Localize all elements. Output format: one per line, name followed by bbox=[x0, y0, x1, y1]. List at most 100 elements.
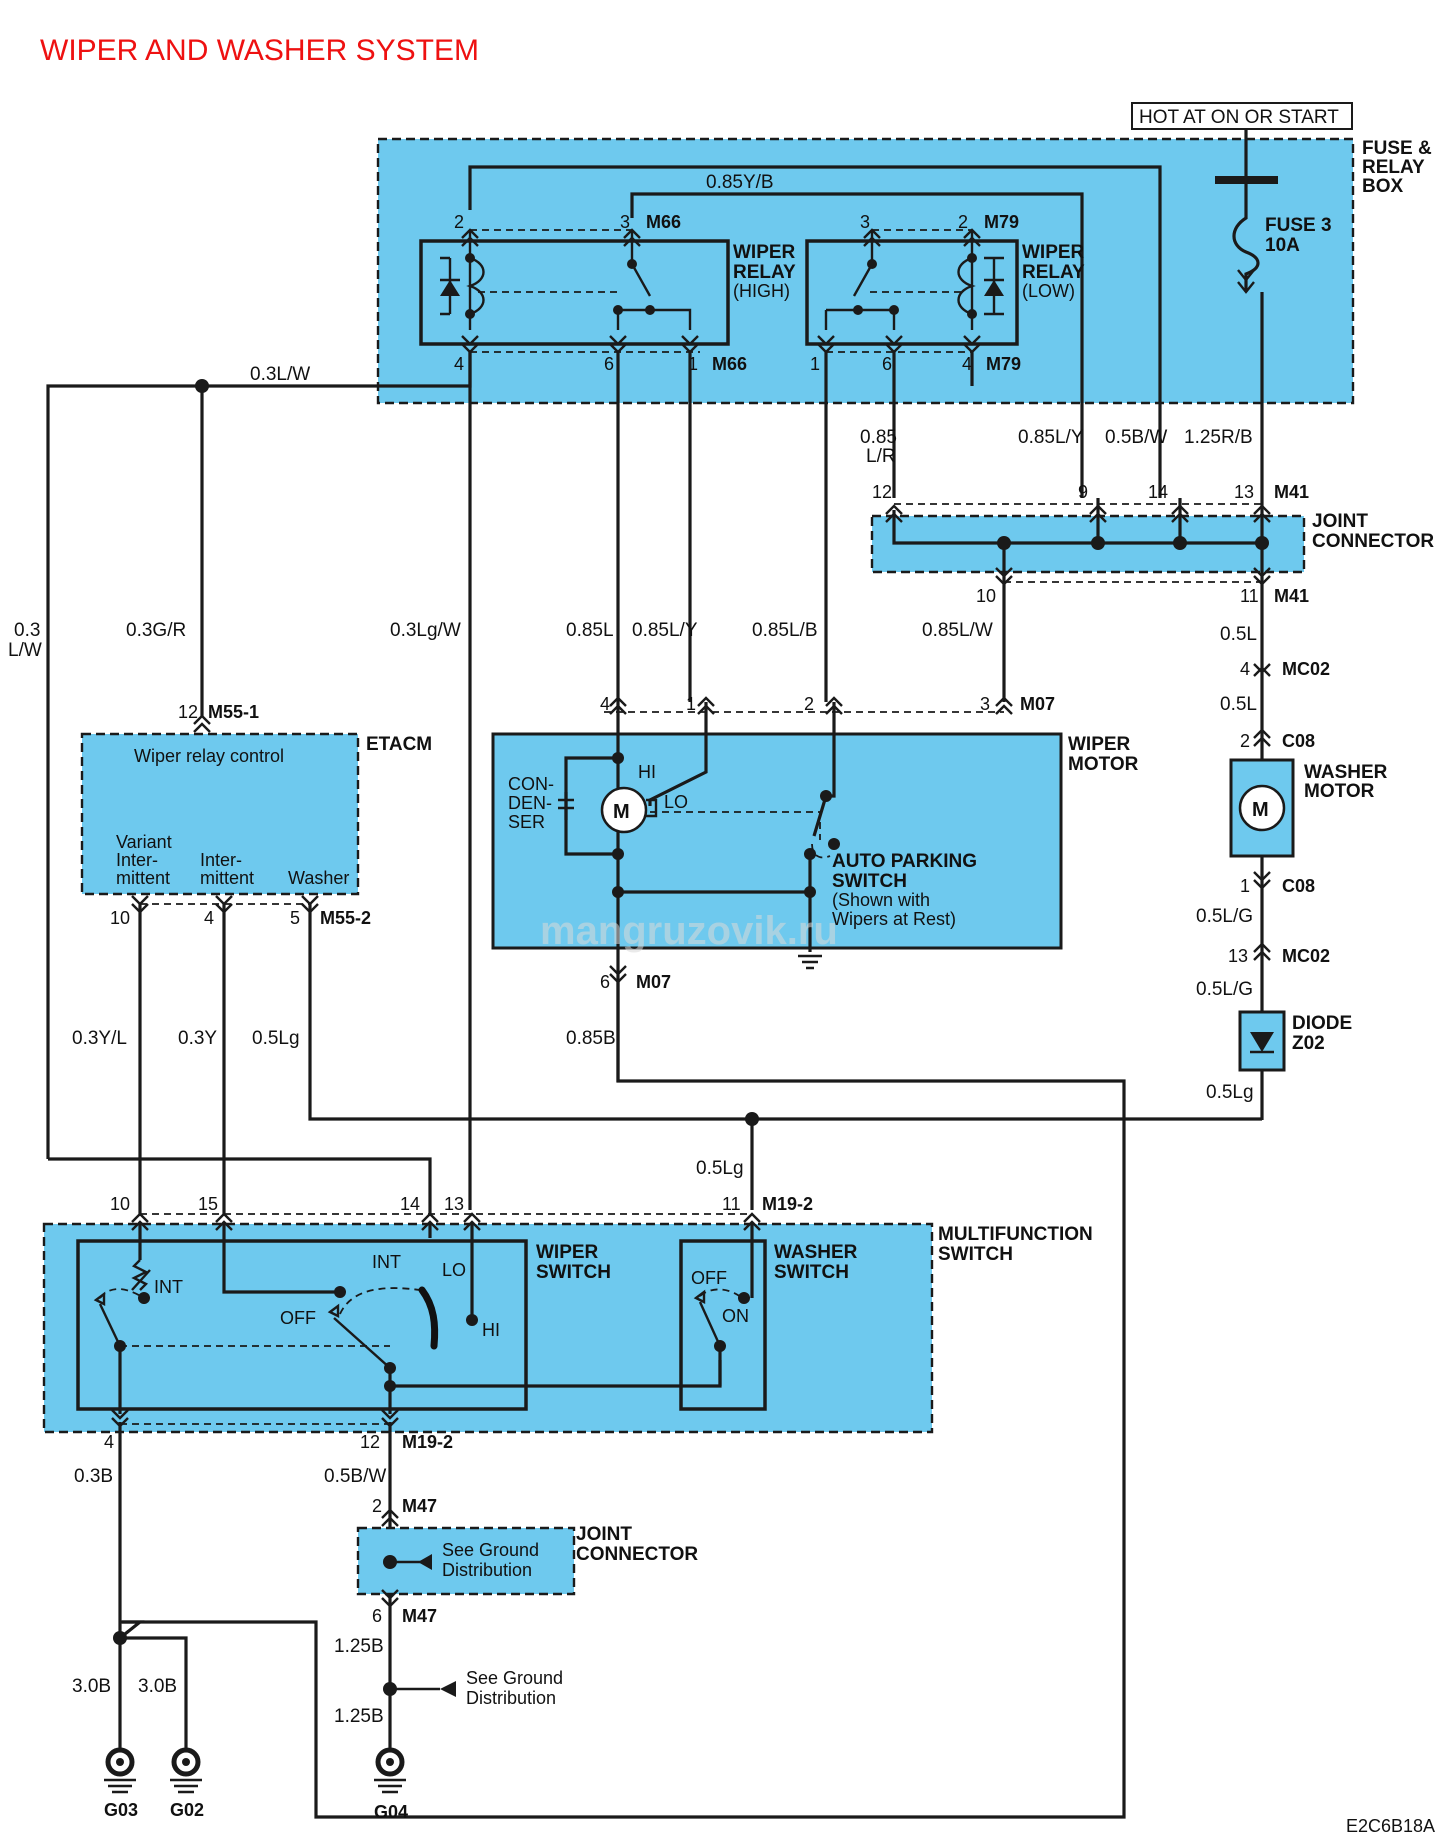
svg-text:0.5Lg: 0.5Lg bbox=[696, 1158, 744, 1179]
relay-pin-markers bbox=[461, 228, 981, 354]
washer-chain-labels: 0.5L 4 MC02 0.5L 2 C08 1 C08 0.5L/G 13 M… bbox=[1196, 624, 1330, 1103]
svg-text:Inter-: Inter- bbox=[116, 850, 158, 870]
wire-label-085yb: 0.85Y/B bbox=[706, 172, 774, 193]
svg-text:3: 3 bbox=[860, 212, 870, 232]
multifunction-top-pins: 10 15 14 13 11 M19-2 bbox=[110, 1194, 813, 1231]
svg-text:13: 13 bbox=[1234, 482, 1254, 502]
svg-text:See Ground: See Ground bbox=[466, 1668, 563, 1688]
svg-text:0.5B/W: 0.5B/W bbox=[1105, 427, 1167, 448]
svg-text:M07: M07 bbox=[1020, 694, 1055, 714]
svg-text:4: 4 bbox=[204, 908, 214, 928]
washer-motor-label: WASHER MOTOR bbox=[1304, 762, 1388, 802]
svg-text:0.5Lg: 0.5Lg bbox=[252, 1028, 300, 1049]
svg-text:0.85L/W: 0.85L/W bbox=[922, 620, 993, 641]
svg-text:WIPER: WIPER bbox=[733, 242, 796, 263]
svg-text:6: 6 bbox=[604, 354, 614, 374]
svg-text:0.85L/B: 0.85L/B bbox=[752, 620, 818, 641]
ground-g04: G04 bbox=[374, 1747, 408, 1822]
svg-text:SWITCH: SWITCH bbox=[536, 1262, 611, 1283]
multifunction-switch bbox=[42, 1222, 934, 1434]
svg-text:Distribution: Distribution bbox=[466, 1688, 556, 1708]
svg-text:RELAY: RELAY bbox=[1022, 262, 1085, 283]
svg-text:WASHER: WASHER bbox=[1304, 762, 1388, 783]
wiper-relay-high bbox=[419, 239, 730, 346]
wiper-relay-low-label: WIPER RELAY (LOW) bbox=[1022, 242, 1085, 301]
svg-text:15: 15 bbox=[198, 1194, 218, 1214]
svg-text:(HIGH): (HIGH) bbox=[733, 281, 790, 301]
svg-text:M79: M79 bbox=[986, 354, 1021, 374]
svg-text:M66: M66 bbox=[712, 354, 747, 374]
svg-text:6: 6 bbox=[372, 1606, 382, 1626]
svg-text:SER: SER bbox=[508, 812, 545, 832]
svg-text:WIPER: WIPER bbox=[1068, 734, 1131, 755]
svg-text:LO: LO bbox=[442, 1260, 466, 1280]
diode-z02 bbox=[1238, 1010, 1286, 1072]
svg-text:WASHER: WASHER bbox=[774, 1242, 858, 1263]
relay-low-internals bbox=[824, 229, 1004, 353]
svg-text:Wiper relay control: Wiper relay control bbox=[134, 746, 284, 766]
svg-text:C08: C08 bbox=[1282, 876, 1315, 896]
svg-text:3.0B: 3.0B bbox=[138, 1676, 177, 1697]
power-source-box bbox=[1131, 102, 1353, 130]
svg-text:HI: HI bbox=[638, 762, 656, 782]
upper-wire-labels: 0.85 L/R 0.85L/Y 0.5B/W 1.25R/B 0.3 L/W … bbox=[8, 427, 1253, 661]
svg-text:C08: C08 bbox=[1282, 731, 1315, 751]
svg-text:G02: G02 bbox=[170, 1800, 204, 1820]
washer-switch bbox=[679, 1239, 767, 1411]
svg-text:RELAY: RELAY bbox=[1362, 157, 1425, 178]
svg-text:M66: M66 bbox=[646, 212, 681, 232]
svg-text:11: 11 bbox=[722, 1194, 741, 1214]
svg-text:M47: M47 bbox=[402, 1496, 437, 1516]
multifunction-label: MULTIFUNCTION SWITCH bbox=[938, 1224, 1093, 1265]
svg-text:WIPER: WIPER bbox=[536, 1242, 599, 1263]
washer-chain-markers bbox=[1253, 663, 1271, 961]
washer-motor-symbol: M bbox=[1238, 784, 1286, 832]
svg-text:12: 12 bbox=[360, 1432, 380, 1452]
svg-text:1: 1 bbox=[1240, 876, 1250, 896]
multifunction-bottom-pins: 4 12 M19-2 bbox=[104, 1409, 453, 1452]
svg-text:Inter-: Inter- bbox=[200, 850, 242, 870]
svg-text:M19-2: M19-2 bbox=[762, 1194, 813, 1214]
svg-text:0.5B/W: 0.5B/W bbox=[324, 1466, 386, 1487]
svg-text:HI: HI bbox=[482, 1320, 500, 1340]
svg-text:CONNECTOR: CONNECTOR bbox=[1312, 531, 1434, 552]
svg-text:2: 2 bbox=[958, 212, 968, 232]
svg-text:M55-1: M55-1 bbox=[208, 702, 259, 722]
svg-text:AUTO PARKING: AUTO PARKING bbox=[832, 851, 977, 872]
svg-text:See Ground: See Ground bbox=[442, 1540, 539, 1560]
svg-text:M07: M07 bbox=[636, 972, 671, 992]
svg-text:Washer: Washer bbox=[288, 868, 349, 888]
svg-text:1: 1 bbox=[686, 694, 696, 714]
joint-connector-m47-label: JOINT CONNECTOR bbox=[576, 1524, 698, 1565]
svg-text:L/R: L/R bbox=[866, 446, 896, 467]
svg-text:Wipers at Rest): Wipers at Rest) bbox=[832, 909, 956, 929]
ground-distribution-note: See Ground Distribution bbox=[383, 1668, 563, 1708]
svg-text:0.5Lg: 0.5Lg bbox=[1206, 1082, 1254, 1103]
svg-text:OFF: OFF bbox=[691, 1268, 727, 1288]
etacm-module bbox=[80, 732, 360, 896]
svg-text:mittent: mittent bbox=[116, 868, 170, 888]
watermark: mangruzovik.ru bbox=[540, 909, 838, 953]
svg-text:MC02: MC02 bbox=[1282, 659, 1330, 679]
svg-text:1.25R/B: 1.25R/B bbox=[1184, 427, 1253, 448]
svg-text:0.3Y: 0.3Y bbox=[178, 1028, 217, 1049]
diode-label: DIODE Z02 bbox=[1292, 1013, 1352, 1054]
svg-text:L/W: L/W bbox=[8, 640, 42, 661]
svg-text:12: 12 bbox=[872, 482, 892, 502]
svg-text:5: 5 bbox=[290, 908, 300, 928]
wiper-switch-label: WIPER SWITCH bbox=[536, 1242, 611, 1283]
svg-text:JOINT: JOINT bbox=[1312, 511, 1368, 532]
svg-text:M: M bbox=[1252, 799, 1269, 821]
svg-text:INT: INT bbox=[154, 1277, 183, 1297]
svg-text:RELAY: RELAY bbox=[733, 262, 796, 283]
svg-text:4: 4 bbox=[454, 354, 464, 374]
svg-text:SWITCH: SWITCH bbox=[774, 1262, 849, 1283]
svg-text:9: 9 bbox=[1078, 482, 1088, 502]
svg-text:CON-: CON- bbox=[508, 774, 554, 794]
svg-text:2: 2 bbox=[372, 1496, 382, 1516]
svg-text:G03: G03 bbox=[104, 1800, 138, 1820]
svg-text:13: 13 bbox=[444, 1194, 464, 1214]
svg-text:0.85L/Y: 0.85L/Y bbox=[632, 620, 698, 641]
diode-symbol bbox=[1250, 1032, 1274, 1054]
